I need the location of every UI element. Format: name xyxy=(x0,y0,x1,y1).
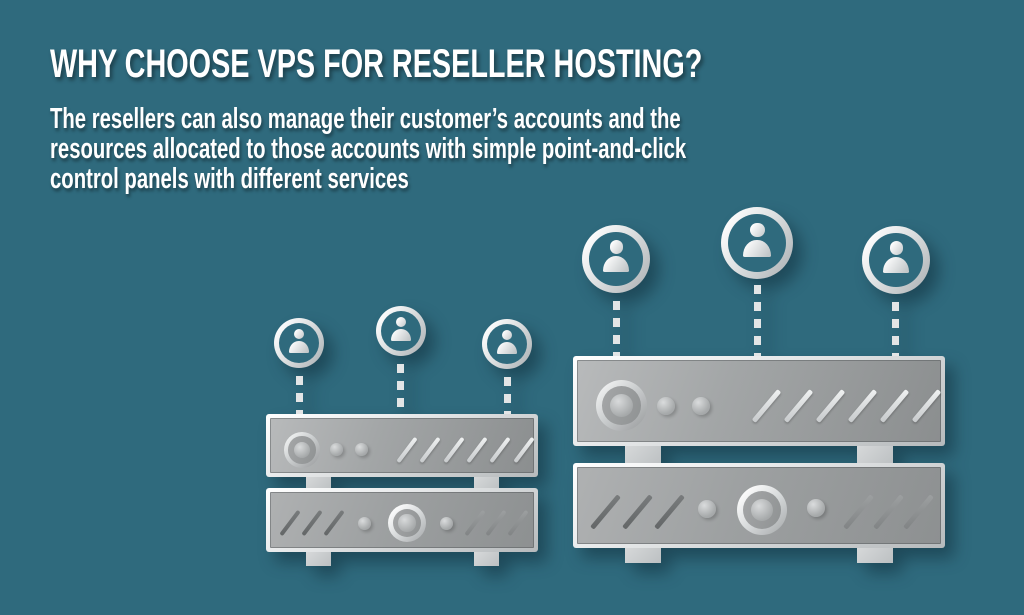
user-icon xyxy=(862,226,930,294)
server-unit-top xyxy=(573,356,945,446)
user-torso xyxy=(603,256,629,272)
led-dot xyxy=(358,517,371,530)
vent-slash xyxy=(847,389,878,423)
vent-slash xyxy=(879,389,910,423)
server-unit-bottom xyxy=(266,488,538,552)
knob-ring-gap xyxy=(602,386,641,425)
vent-slash xyxy=(323,509,345,537)
user-torso xyxy=(497,342,517,354)
knob-ring-gap xyxy=(743,491,781,529)
vent-slash xyxy=(513,436,535,464)
server-faceplate xyxy=(270,492,534,548)
knob-ring-gap xyxy=(392,508,422,538)
dashed-connector xyxy=(296,376,303,414)
user-icon xyxy=(376,306,426,356)
vent-slash xyxy=(301,509,323,537)
user-icon xyxy=(721,207,793,279)
server-unit-bottom xyxy=(573,463,945,548)
vent-slash xyxy=(489,436,511,464)
vent-slash xyxy=(873,494,904,530)
dashed-connector xyxy=(892,302,899,356)
knob-core xyxy=(398,514,416,532)
vent-slash xyxy=(464,509,486,537)
vent-slash xyxy=(815,389,846,423)
knob-ring-gap xyxy=(288,436,316,464)
user-icon-circle xyxy=(869,233,923,287)
user-head xyxy=(750,222,765,238)
server-unit-top xyxy=(266,414,538,477)
user-torso xyxy=(883,257,909,273)
vent-slash xyxy=(419,436,441,464)
led-dot xyxy=(698,500,716,518)
user-torso xyxy=(289,341,309,353)
vent-slash xyxy=(843,494,874,530)
user-torso xyxy=(391,329,411,341)
rack-foot xyxy=(857,443,893,465)
user-icon-circle xyxy=(381,311,421,351)
user-head xyxy=(502,330,513,340)
page-subtitle: The resellers can also manage their cust… xyxy=(50,104,686,194)
server-stack-small xyxy=(260,300,550,585)
rack-foot xyxy=(474,551,499,566)
led-dot xyxy=(807,499,825,517)
rack-foot xyxy=(625,443,661,465)
vent-slash xyxy=(622,494,653,530)
led-dot xyxy=(657,397,675,415)
vent-slash xyxy=(279,509,301,537)
user-icon xyxy=(482,319,532,369)
user-head xyxy=(889,241,904,255)
vent-slash xyxy=(654,494,685,530)
user-icon-circle xyxy=(279,323,319,363)
user-icon-circle xyxy=(487,324,527,364)
led-dot xyxy=(330,443,343,456)
user-torso xyxy=(743,240,771,257)
knob-core xyxy=(609,393,634,418)
vent-slash xyxy=(466,436,488,464)
subtitle-line-1: The resellers can also manage their cust… xyxy=(50,103,681,135)
vent-slash xyxy=(443,436,465,464)
vent-slash xyxy=(485,509,507,537)
page-title: WHY CHOOSE VPS FOR RESELLER HOSTING? xyxy=(50,42,703,86)
vent-slash xyxy=(911,389,942,423)
user-icon xyxy=(582,225,650,293)
power-knob xyxy=(596,380,647,431)
subtitle-line-2: resources allocated to those accounts wi… xyxy=(50,133,687,165)
led-dot xyxy=(355,443,368,456)
vent-slash xyxy=(903,494,934,530)
vent-slash xyxy=(396,436,418,464)
server-faceplate xyxy=(577,467,941,544)
rack-foot xyxy=(625,545,661,563)
led-dot xyxy=(692,397,710,415)
user-head xyxy=(294,329,305,339)
knob-core xyxy=(750,498,774,522)
dashed-connector xyxy=(613,301,620,356)
knob-core xyxy=(293,441,311,459)
led-dot xyxy=(440,517,453,530)
user-head xyxy=(396,317,407,327)
user-icon xyxy=(274,318,324,368)
vent-slash xyxy=(590,494,621,530)
power-knob xyxy=(737,485,787,535)
server-faceplate xyxy=(270,418,535,473)
server-stack-large xyxy=(570,195,955,580)
power-knob xyxy=(388,504,426,542)
rack-foot xyxy=(306,551,331,566)
server-faceplate xyxy=(577,360,942,442)
vent-slash xyxy=(507,509,529,537)
rack-foot xyxy=(306,475,331,491)
rack-foot xyxy=(857,545,893,563)
rack-foot xyxy=(474,475,499,491)
subtitle-line-3: control panels with different services xyxy=(50,163,409,195)
user-icon-circle xyxy=(589,232,643,286)
dashed-connector xyxy=(754,285,761,356)
dashed-connector xyxy=(504,377,511,414)
user-head xyxy=(609,240,624,254)
vent-slash xyxy=(783,389,814,423)
dashed-connector xyxy=(397,364,404,414)
vent-slash xyxy=(751,389,782,423)
power-knob xyxy=(284,432,320,468)
user-icon-circle xyxy=(728,214,786,272)
